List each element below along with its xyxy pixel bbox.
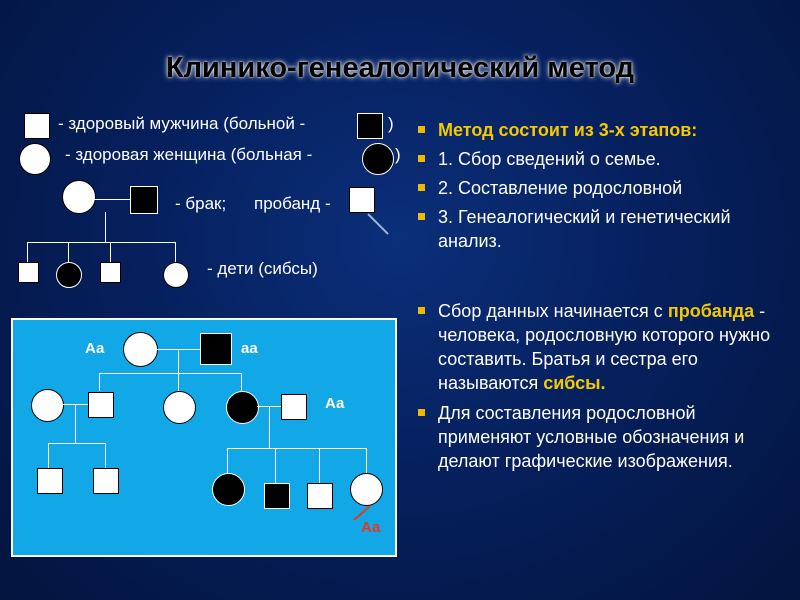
gen2-son-line	[99, 373, 100, 391]
bullet-icon	[418, 213, 425, 220]
proband-arrow	[353, 505, 371, 521]
legend-healthy-male-close: )	[388, 114, 394, 133]
bullet-icon	[418, 126, 425, 133]
symbols-paragraph-text: Для составления родословной применяют ус…	[438, 403, 745, 471]
left-child1-line	[48, 443, 49, 468]
genotype-grandmother: Аа	[85, 340, 105, 357]
gen2-daughter1-line	[178, 373, 179, 391]
legend-marriage-label: - брак;	[175, 194, 227, 213]
left-sibship-line	[48, 443, 105, 444]
legend-healthy-male-label: - здоровый мужчина (больной -	[58, 114, 306, 133]
child3-line	[110, 242, 111, 262]
daughter-in-law-symbol	[31, 389, 64, 422]
healthy-male-symbol	[24, 113, 50, 139]
symbols-paragraph: Для составления родословной применяют ус…	[414, 401, 789, 473]
child-affected-female-symbol	[56, 262, 82, 288]
left-family-stem-line	[75, 405, 76, 443]
child-male-symbol	[100, 262, 121, 283]
right-child3-line	[319, 448, 320, 483]
child-male-symbol	[18, 262, 39, 283]
bullet-icon	[418, 155, 425, 162]
son-in-law-symbol	[281, 394, 307, 420]
child1-line	[27, 242, 28, 262]
genotype-proband: Аа	[361, 519, 381, 536]
genotype-son-in-law: Аа	[325, 395, 345, 412]
grandson-symbol	[307, 483, 333, 509]
proband-paragraph: Сбор данных начинается с пробанда - чело…	[414, 299, 789, 395]
sibs-term: сибсы.	[543, 373, 606, 393]
gen2-daughter2-line	[241, 373, 242, 391]
son-symbol	[88, 392, 114, 418]
right-sibship-line	[227, 448, 366, 449]
right-child2-line	[275, 448, 276, 483]
pedigree-panel: Аа аа Аа Аа	[11, 318, 397, 557]
bullet-icon	[418, 307, 425, 314]
marriage-line	[94, 199, 130, 200]
method-step2: 2. Составление родословной	[414, 176, 789, 200]
gen2-marriage1-line	[62, 404, 88, 405]
genotype-grandfather: аа	[241, 340, 258, 357]
granddaughter-affected-symbol	[212, 473, 245, 506]
grandfather-affected-symbol	[200, 333, 232, 365]
proband-paragraph-start: Сбор данных начинается с	[438, 301, 663, 321]
children-stem-line	[105, 212, 106, 242]
affected-female-symbol	[362, 143, 394, 175]
healthy-female-symbol	[19, 143, 51, 175]
marriage-female-symbol	[62, 180, 96, 214]
children-sibship-line	[27, 242, 175, 243]
right-child4-line	[366, 448, 367, 473]
method-heading-item: Метод состоит из 3-х этапов:	[414, 118, 789, 142]
daughter-affected-symbol	[226, 391, 259, 424]
gen1-stem-line	[178, 349, 179, 373]
grandmother-symbol	[123, 332, 158, 367]
grandson-symbol	[93, 468, 119, 494]
left-child2-line	[105, 443, 106, 468]
method-step3: 3. Генеалогический и генетический анализ…	[414, 205, 789, 253]
grandson-symbol	[37, 468, 63, 494]
grandson-affected-symbol	[264, 483, 290, 509]
child2-line	[68, 242, 69, 262]
method-step1-text: 1. Сбор сведений о семье.	[438, 149, 661, 169]
page-title: Клинико-генеалогический метод	[165, 52, 635, 84]
method-heading: Метод состоит из 3-х этапов:	[438, 120, 698, 140]
affected-male-symbol	[357, 113, 383, 139]
method-step1: 1. Сбор сведений о семье.	[414, 147, 789, 171]
proband-granddaughter-symbol	[350, 473, 383, 506]
method-step2-text: 2. Составление родословной	[438, 178, 683, 198]
daughter-symbol	[163, 391, 196, 424]
child4-line	[175, 242, 176, 262]
proband-term: пробанда	[667, 301, 755, 321]
child-female-symbol	[163, 262, 189, 288]
proband-paragraph-mid: - человека, родословную которого нужно с…	[438, 301, 771, 393]
right-family-stem-line	[269, 406, 270, 448]
legend-proband-label: пробанд -	[254, 194, 331, 213]
legend-healthy-female-label: - здоровая женщина (больная -	[65, 145, 313, 164]
bullet-icon	[418, 409, 425, 416]
method-description: Метод состоит из 3-х этапов: 1. Сбор све…	[414, 118, 789, 473]
proband-symbol	[349, 187, 375, 213]
marriage-male-symbol	[130, 186, 158, 214]
method-step3-text: 3. Генеалогический и генетический анализ…	[438, 207, 731, 251]
legend-children-label: - дети (сибсы)	[207, 259, 318, 278]
gen2-sibship-line	[99, 373, 241, 374]
bullet-icon	[418, 184, 425, 191]
proband-arrow	[367, 213, 389, 235]
legend-healthy-female-close: )	[395, 145, 401, 164]
right-child1-line	[227, 448, 228, 473]
